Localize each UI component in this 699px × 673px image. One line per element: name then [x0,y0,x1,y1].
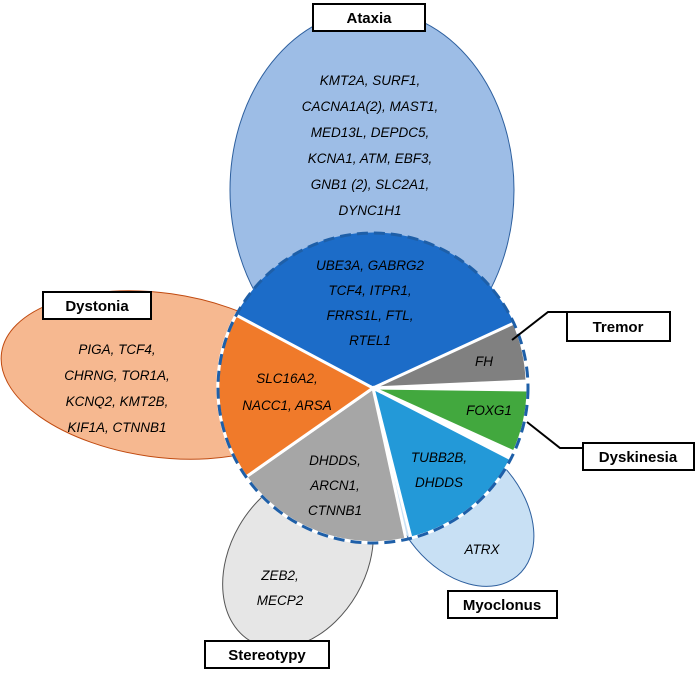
gene-line: PIGA, TCF4, [78,342,155,357]
gene-line: TCF4, ITPR1, [328,283,411,298]
stereotypy-label-text: Stereotypy [228,647,306,664]
ataxia-label: Ataxia [312,3,426,32]
myoclonus-label: Myoclonus [447,590,558,619]
stereotypy-label: Stereotypy [204,640,330,669]
gene-line: KIF1A, CTNNB1 [67,420,166,435]
gene-line: CTNNB1 [308,503,362,518]
gene-line: ZEB2, [260,568,299,583]
dystonia-core-genes: SLC16A2, NACC1, ARSA [242,371,332,413]
dystonia-only-genes: PIGA, TCF4, CHRNG, TOR1A, KCNQ2, KMT2B, … [64,342,170,435]
tremor-label: Tremor [566,311,671,342]
dyskinesia-label-text: Dyskinesia [599,449,678,466]
gene-line: GNB1 (2), SLC2A1, [311,177,430,192]
ataxia-core-sector [236,232,514,388]
dyskinesia-label: Dyskinesia [582,442,695,471]
gene-line: FRRS1L, FTL, [326,308,413,323]
gene-line: UBE3A, GABRG2 [316,258,425,273]
gene-line: TUBB2B, [411,450,467,465]
ataxia-label-text: Ataxia [346,10,392,27]
myoclonus-label-text: Myoclonus [463,597,541,614]
dyskinesia-core-gene: FOXG1 [466,403,512,418]
gene-line: MECP2 [257,593,304,608]
core-dashed-border [216,231,530,545]
gene-line: NACC1, ARSA [242,398,332,413]
gene-line: DHDDS [415,475,463,490]
dystonia-label: Dystonia [42,291,152,320]
tremor-core-gene: FH [475,354,493,369]
gene-line: KMT2A, SURF1, [320,73,421,88]
ataxia-core-genes: UBE3A, GABRG2 TCF4, ITPR1, FRRS1L, FTL, … [316,258,425,348]
tremor-connector [511,311,566,341]
gene-line: CACNA1A(2), MAST1, [302,99,439,114]
gene-line: SLC16A2, [256,371,318,386]
gene-line: KCNA1, ATM, EBF3, [308,151,433,166]
gene-line: ARCN1, [309,478,360,493]
tremor-label-text: Tremor [593,319,644,336]
gene-line: DYNC1H1 [338,203,401,218]
ataxia-only-genes: KMT2A, SURF1, CACNA1A(2), MAST1, MED13L,… [302,73,439,218]
gene-line: CHRNG, TOR1A, [64,368,170,383]
stereotypy-only-genes: ZEB2, MECP2 [257,568,304,608]
gene-line: RTEL1 [349,333,391,348]
dystonia-label-text: Dystonia [65,298,129,315]
myoclonus-only-gene: ATRX [463,542,500,557]
gene-line: KCNQ2, KMT2B, [66,394,169,409]
stereotypy-core-genes: DHDDS, ARCN1, CTNNB1 [308,453,362,518]
myoclonus-core-genes: TUBB2B, DHDDS [411,450,467,490]
gene-line: DHDDS, [309,453,361,468]
dyskinesia-connector [526,421,583,449]
gene-line: MED13L, DEPDC5, [311,125,430,140]
